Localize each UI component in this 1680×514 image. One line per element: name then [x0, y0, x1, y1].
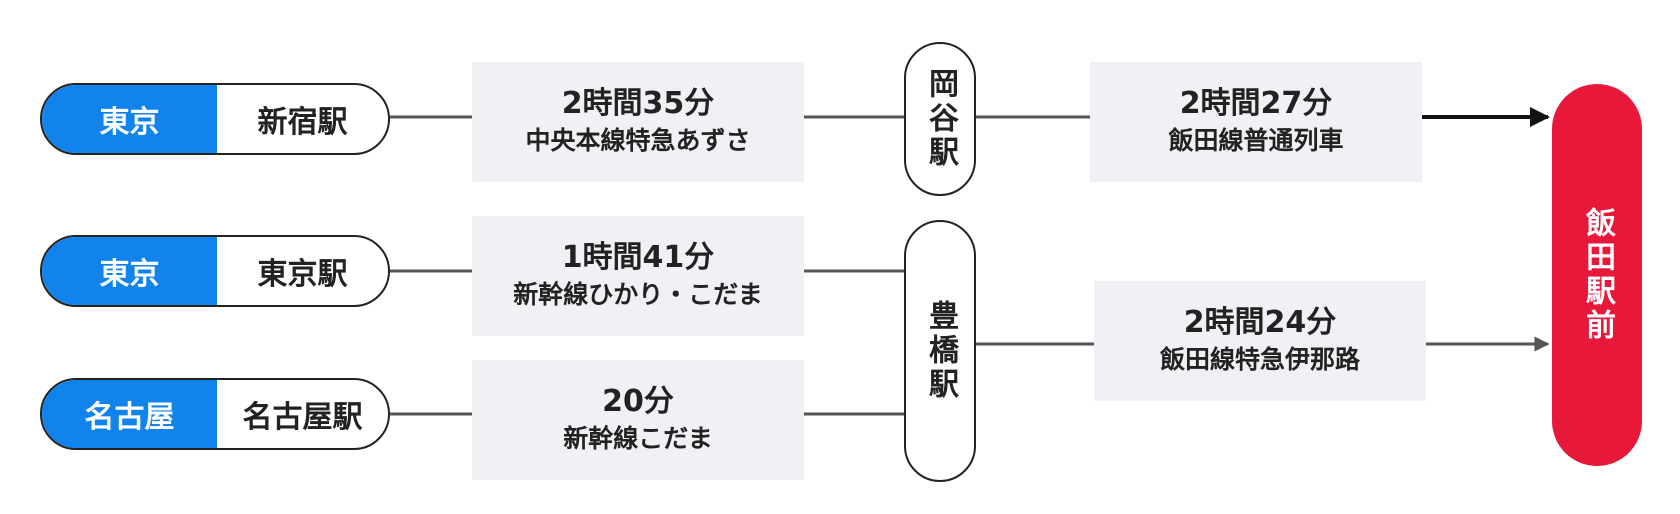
route-train: 飯田線普通列車: [1168, 126, 1344, 155]
route-azusa: 2時間35分 中央本線特急あずさ: [472, 62, 804, 182]
transfer-toyohashi: 豊橋駅: [904, 220, 976, 482]
route-train: 中央本線特急あずさ: [525, 126, 751, 155]
route-train: 新幹線こだま: [563, 424, 713, 453]
origin-shinjuku: 東京 新宿駅: [40, 83, 390, 155]
origin-city-label: 東京: [42, 237, 217, 305]
destination-iida: 飯田駅前: [1552, 84, 1642, 466]
route-iida-local: 2時間27分 飯田線普通列車: [1090, 62, 1422, 182]
route-time: 1時間41分: [561, 240, 715, 275]
route-hikari-kodama: 1時間41分 新幹線ひかり・こだま: [472, 216, 804, 336]
route-kodama: 20分 新幹線こだま: [472, 360, 804, 480]
origin-city-label: 名古屋: [42, 380, 217, 448]
origin-tokyo: 東京 東京駅: [40, 235, 390, 307]
route-time: 20分: [602, 384, 674, 419]
route-time: 2時間24分: [1183, 305, 1337, 340]
route-time: 2時間35分: [561, 86, 715, 121]
route-inaji: 2時間24分 飯田線特急伊那路: [1094, 281, 1426, 401]
origin-station-label: 名古屋駅: [242, 400, 363, 435]
origin-station-label: 東京駅: [257, 257, 348, 292]
route-train: 新幹線ひかり・こだま: [513, 280, 763, 309]
route-time: 2時間27分: [1179, 86, 1333, 121]
origin-city-label: 東京: [42, 85, 217, 153]
origin-station-label: 新宿駅: [257, 105, 348, 140]
transfer-okaya: 岡谷駅: [904, 42, 976, 196]
origin-nagoya: 名古屋 名古屋駅: [40, 378, 390, 450]
route-train: 飯田線特急伊那路: [1159, 345, 1360, 374]
